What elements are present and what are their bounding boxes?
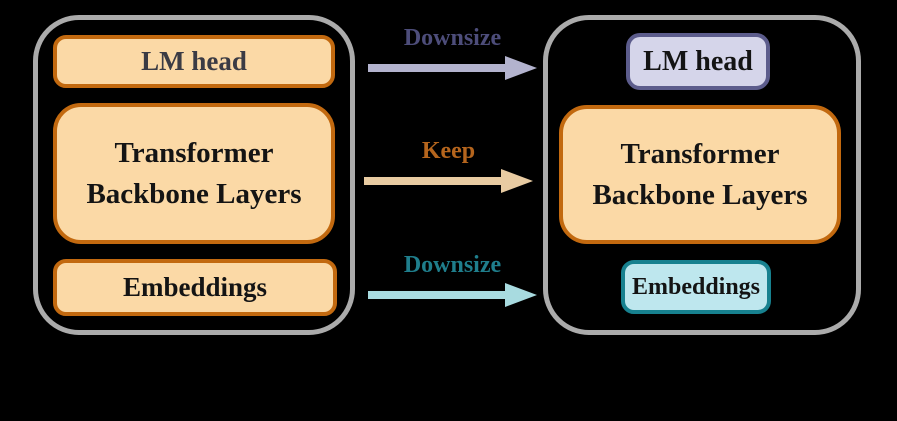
arrow-head: [501, 169, 533, 193]
right-lm-head-label: LM head: [643, 45, 753, 77]
arrow-shaft: [364, 177, 503, 185]
left-backbone-block: Transformer Backbone Layers: [53, 103, 335, 244]
right-lm-head-block: LM head: [626, 33, 770, 90]
left-lm-head-label: LM head: [141, 46, 247, 76]
downsize-arrow-bottom: Downsize: [368, 252, 537, 307]
right-arrow-icon: [368, 283, 537, 307]
left-backbone-label: Transformer Backbone Layers: [86, 137, 302, 210]
downsize-arrow-top: Downsize: [368, 25, 537, 80]
arrow-shaft: [368, 291, 507, 299]
arrow-head: [505, 283, 537, 307]
downsize-arrow-top-label: Downsize: [403, 25, 502, 51]
left-embeddings-block: Embeddings: [53, 259, 337, 316]
left-lm-head-block: LM head: [53, 35, 335, 88]
keep-arrow-middle: Keep: [364, 138, 533, 193]
right-backbone-block: Transformer Backbone Layers: [559, 105, 841, 244]
left-embeddings-label: Embeddings: [122, 272, 268, 302]
downsized-model-container: [543, 15, 861, 335]
right-embeddings-block: Embeddings: [621, 260, 771, 314]
right-arrow-icon: [364, 169, 533, 193]
arrow-shaft: [368, 64, 507, 72]
arrow-head: [505, 56, 537, 80]
downsize-arrow-bottom-label: Downsize: [403, 252, 502, 278]
keep-arrow-label: Keep: [421, 138, 476, 164]
right-embeddings-label: Embeddings: [631, 273, 761, 300]
original-model-container: [33, 15, 355, 335]
right-backbone-label: Transformer Backbone Layers: [592, 138, 808, 211]
right-arrow-icon: [368, 56, 537, 80]
